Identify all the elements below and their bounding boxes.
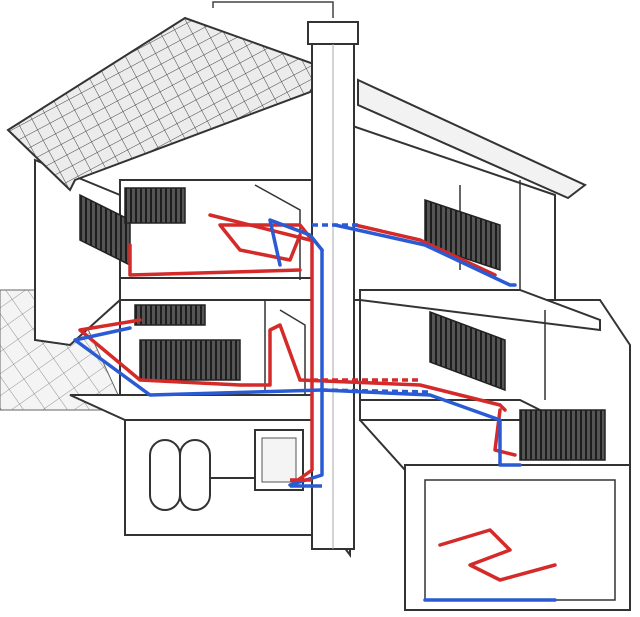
radiator-first-right — [429, 310, 506, 392]
right-upper-slab — [359, 289, 601, 332]
attic-floor-slab — [119, 277, 331, 301]
radiator-attic-center — [124, 187, 186, 224]
boiler — [254, 429, 304, 491]
chimney — [307, 21, 359, 550]
basement-right-inner — [424, 479, 616, 601]
right-roof — [357, 78, 587, 200]
radiator-first-far-right — [519, 409, 606, 461]
pipe-crossings — [312, 223, 431, 394]
radiator-attic-right — [424, 198, 501, 272]
left-roof — [6, 16, 327, 192]
radiator-first-center — [139, 339, 241, 381]
first-floor-slab — [69, 394, 331, 421]
water-tanks — [149, 439, 211, 511]
antenna-wire — [212, 1, 334, 18]
supply-pipes — [78, 213, 557, 582]
radiator-first-small — [134, 304, 206, 326]
